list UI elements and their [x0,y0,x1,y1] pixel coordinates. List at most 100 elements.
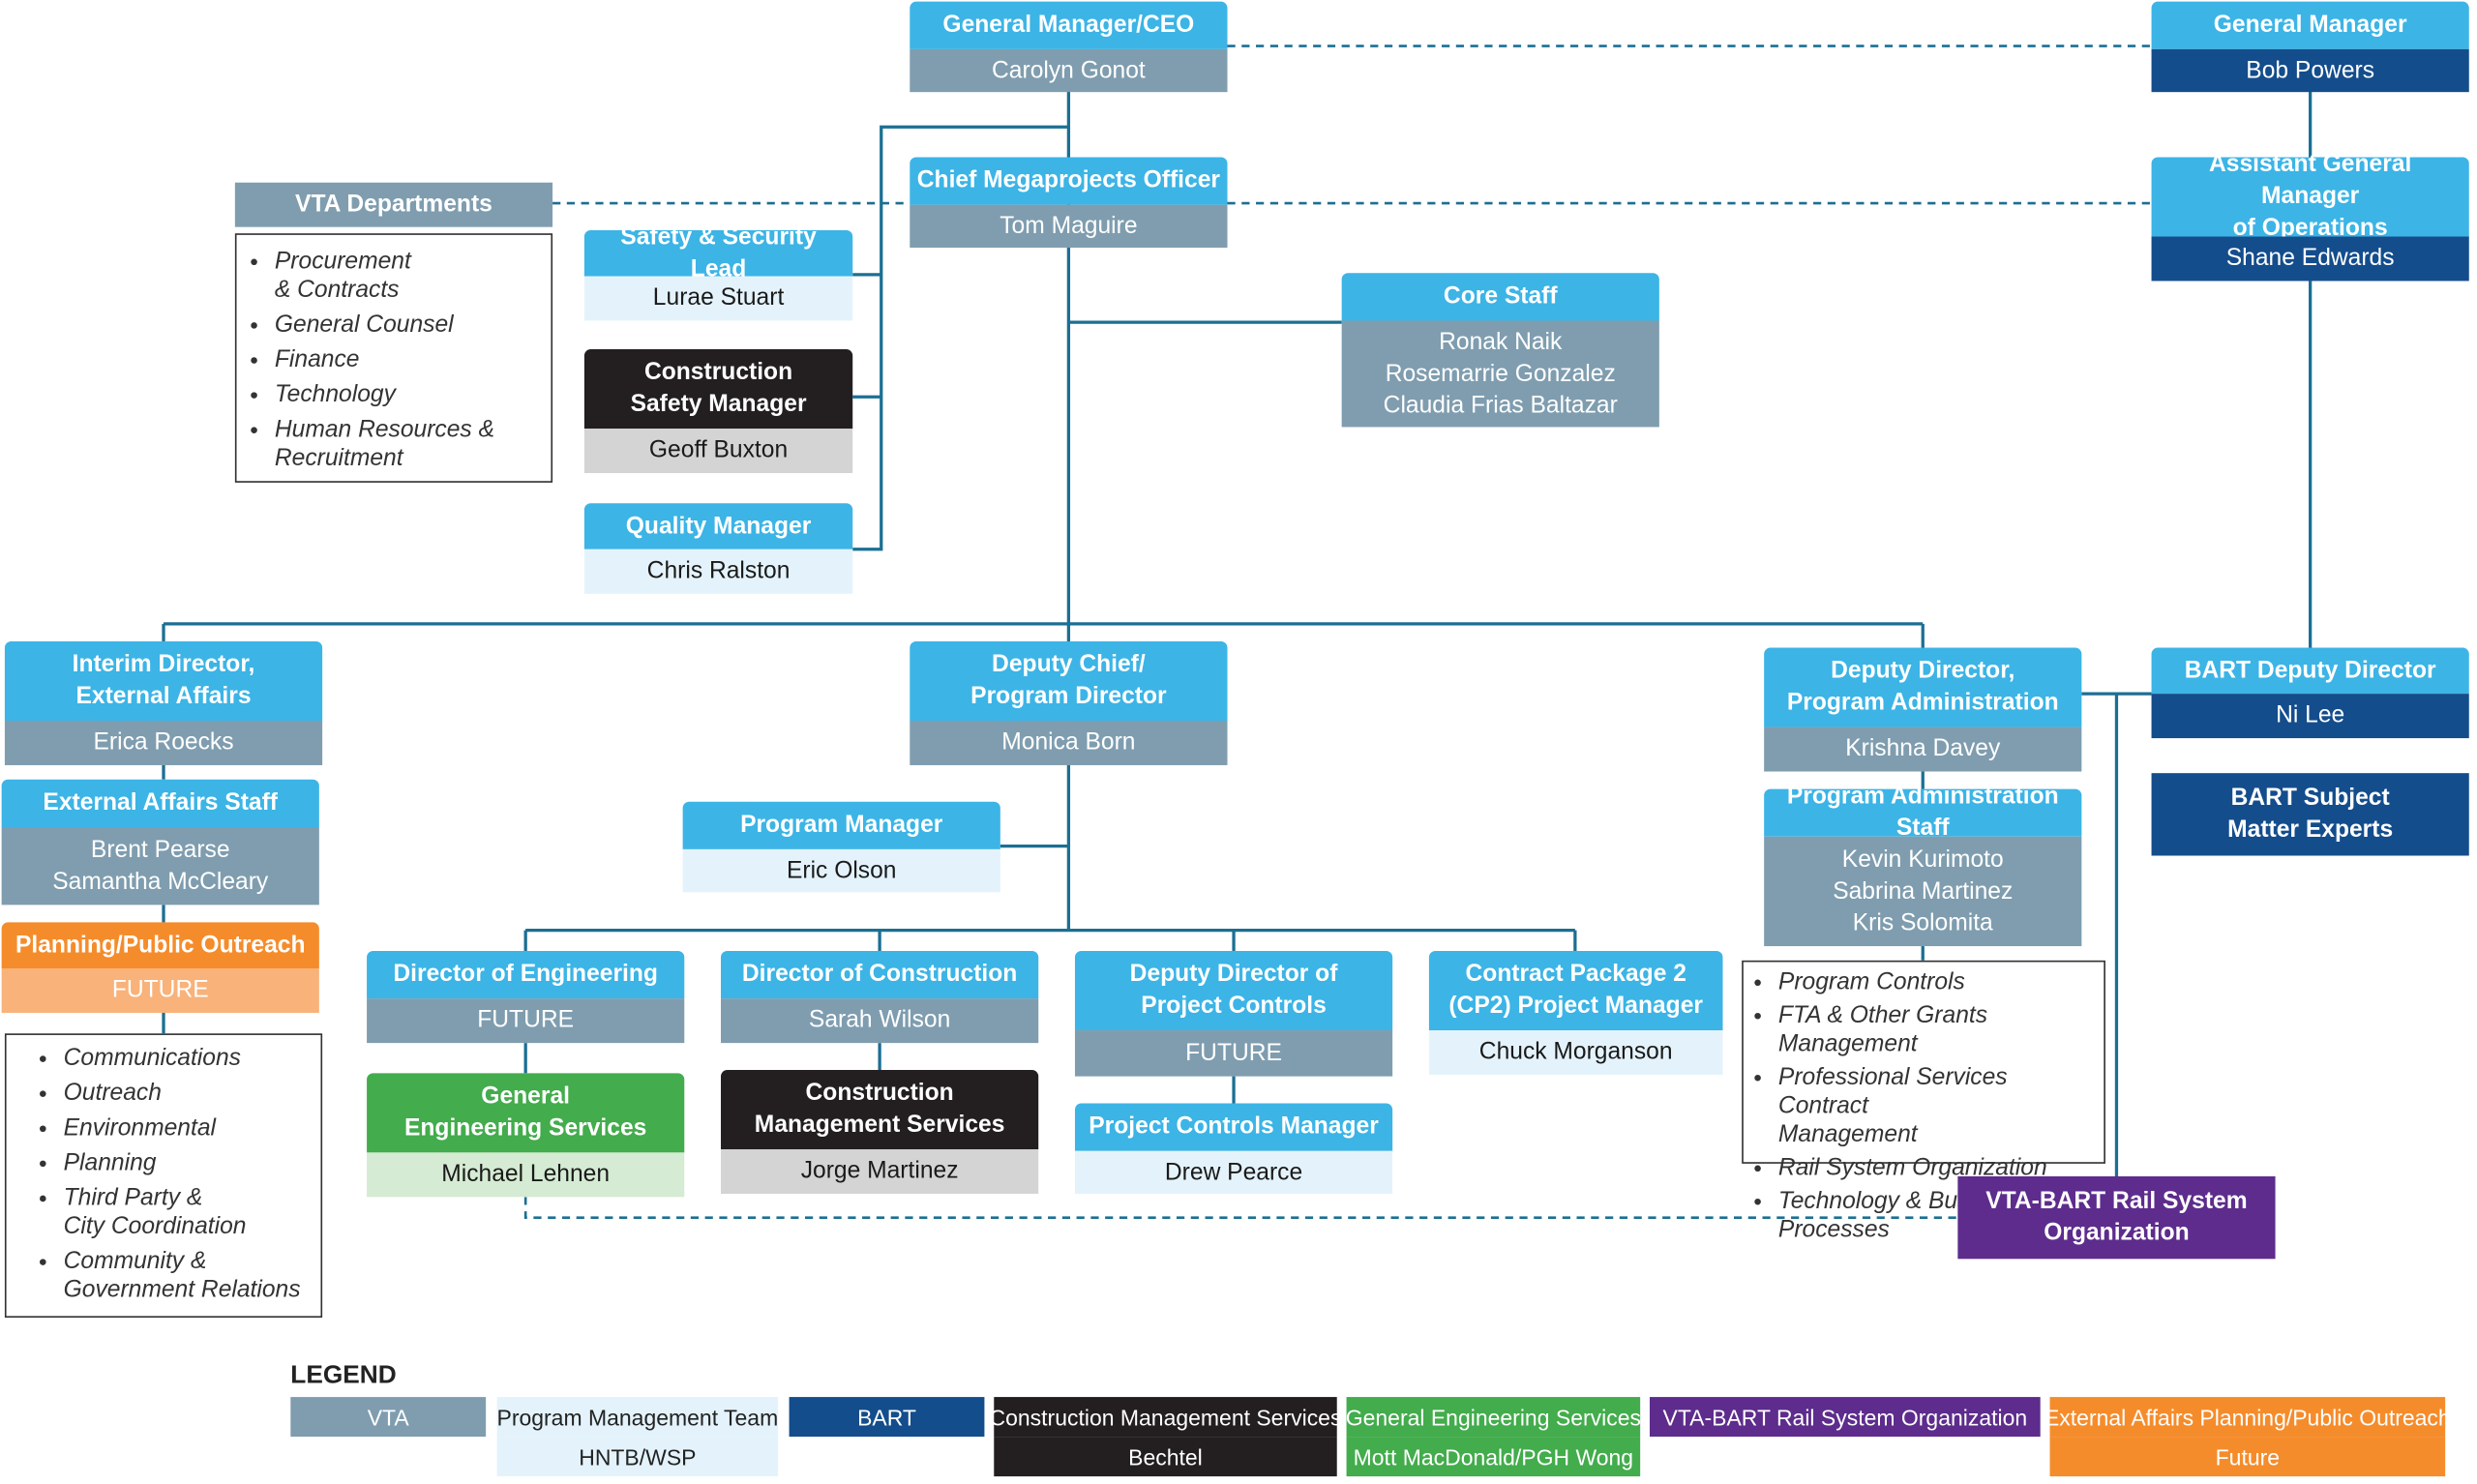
node-name: Carolyn Gonot [910,48,1228,93]
quality-manager-box: Quality Manager Chris Ralston [583,503,853,594]
list-item: Professional Services Contract Managemen… [1778,1063,2101,1149]
legend-label: VTA [290,1397,487,1438]
deputy-controls-box: Deputy Director of Project Controls FUTU… [1074,950,1393,1077]
node-title: General Engineering Services [367,1073,685,1153]
node-title: Planning/Public Outreach [1,922,319,969]
cp2-manager-box: Contract Package 2 (CP2) Project Manager… [1428,950,1723,1075]
node-title: Safety & Security Lead [583,223,853,282]
node-title: Contract Package 2 (CP2) Project Manager [1428,950,1723,1031]
legend-label: BART [789,1397,985,1438]
legend-label: General Engineering Services [1346,1397,1641,1438]
node-name: Rosemarrie Gonzalez [1385,359,1616,387]
legend-item-outreach: External Affairs Planning/Public Outreac… [2044,1397,2451,1477]
external-affairs-box: Interim Director, External Affairs Erica… [4,640,323,765]
node-title: Program Administration Staff [1764,783,2082,842]
vta-departments-box: VTA Departments [234,182,553,227]
agm-operations-box: Assistant General Manager of Operations … [2151,151,2469,282]
list-item: Procurement & Contracts [275,248,542,305]
node-title: BART Deputy Director [2151,647,2469,695]
node-name: Kris Solomita [1852,908,1993,936]
node-name: Bob Powers [2151,48,2469,93]
node-title: VTA-BART Rail System Organization [1957,1175,2276,1260]
admin-functions-list: Program Controls FTA & Other Grants Mana… [1742,960,2105,1243]
list-item: Environmental [64,1114,312,1143]
cmo-box: Chief Megaprojects Officer Tom Maguire [910,157,1228,248]
node-title: Construction Safety Manager [583,349,853,430]
node-name: Kevin Kurimoto [1841,845,2004,873]
node-name: Ni Lee [2151,694,2469,739]
node-names: Brent Pearse Samantha McCleary [1,826,319,905]
node-name: Chuck Morganson [1428,1030,1723,1075]
legend-item-program-management: Program Management Team HNTB/WSP [496,1397,779,1477]
legend-title: LEGEND [290,1361,397,1389]
director-engineering-box: Director of Engineering FUTURE [367,950,685,1044]
list-item: FTA & Other Grants Management [1778,1001,2101,1058]
legend-label: Construction Management Services [990,1397,1341,1438]
node-title: Director of Construction [721,950,1039,999]
project-controls-manager-box: Project Controls Manager Drew Pearce [1074,1103,1393,1195]
legend-item-rail-system: VTA-BART Rail System Organization [1649,1397,2041,1438]
node-title: Construction Management Services [721,1070,1039,1150]
outreach-list: Communications Outreach Environmental Pl… [4,1033,323,1319]
node-name: FUTURE [367,998,685,1044]
list-item: Community & Government Relations [64,1248,312,1305]
bart-deputy-box: BART Deputy Director Ni Lee [2151,647,2469,739]
legend-sub: Mott MacDonald/PGH Wong [1346,1437,1641,1477]
legend-sub: Future [2049,1437,2446,1477]
planning-outreach-box: Planning/Public Outreach FUTURE [1,922,319,1013]
node-name: Claudia Frias Baltazar [1383,391,1618,419]
legend-sub: HNTB/WSP [496,1437,779,1477]
node-title: BART Subject Matter Experts [2151,773,2469,856]
program-manager-box: Program Manager Eric Olson [682,801,1000,893]
legend-sub: Bechtel [994,1437,1337,1477]
list-item: Third Party & City Coordination [64,1184,312,1241]
list-item: Program Controls [1778,968,2101,997]
node-name: Jorge Martinez [721,1149,1039,1195]
node-name: Ronak Naik [1439,327,1563,355]
deputy-chief-box: Deputy Chief/ Program Director Monica Bo… [910,640,1228,765]
safety-lead-box: Safety & Security Lead Lurae Stuart [583,223,853,321]
node-title: Quality Manager [583,503,853,549]
node-name: Geoff Buxton [583,429,853,474]
node-name: Brent Pearse [90,835,230,863]
legend-label: External Affairs Planning/Public Outreac… [2044,1397,2451,1438]
admin-staff-box: Program Administration Staff Kevin Kurim… [1764,783,2082,947]
node-title: Chief Megaprojects Officer [910,157,1228,205]
node-title: Assistant General Manager of Operations [2151,151,2469,241]
node-title: General Manager [2151,1,2469,49]
node-name: Sarah Wilson [721,998,1039,1044]
list-item: Communications [64,1045,312,1074]
node-title: Project Controls Manager [1074,1103,1393,1151]
legend-label: VTA-BART Rail System Organization [1649,1397,2041,1438]
list-item: Technology [275,381,542,410]
list-item: General Counsel [275,312,542,341]
node-names: Kevin Kurimoto Sabrina Martinez Kris Sol… [1764,836,2082,947]
vta-departments-list: Procurement & Contracts General Counsel … [234,233,553,483]
node-name: Lurae Stuart [583,276,853,321]
node-title: Director of Engineering [367,950,685,999]
cms-box: Construction Management Services Jorge M… [721,1070,1039,1195]
node-name: FUTURE [1074,1030,1393,1077]
construction-safety-box: Construction Safety Manager Geoff Buxton [583,349,853,474]
rail-system-org-box: VTA-BART Rail System Organization [1957,1175,2276,1260]
node-title: Interim Director, External Affairs [4,640,323,722]
ges-box: General Engineering Services Michael Leh… [367,1073,685,1198]
deputy-admin-box: Deputy Director, Program Administration … [1764,647,2082,772]
node-title: Program Manager [682,801,1000,849]
node-name: Chris Ralston [583,549,853,594]
node-name: Erica Roecks [4,721,323,765]
list-item: Human Resources & Recruitment [275,416,542,473]
node-title: Deputy Director of Project Controls [1074,950,1393,1031]
bart-gm-box: General Manager Bob Powers [2151,1,2469,93]
core-staff-box: Core Staff Ronak Naik Rosemarrie Gonzale… [1341,273,1659,428]
node-name: FUTURE [1,968,319,1013]
director-construction-box: Director of Construction Sarah Wilson [721,950,1039,1044]
node-title: VTA Departments [234,182,553,227]
node-title: General Manager/CEO [910,1,1228,49]
list-item: Finance [275,346,542,375]
list-item: Planning [64,1149,312,1178]
legend-item-cms: Construction Management Services Bechtel [990,1397,1341,1477]
bart-sme-box: BART Subject Matter Experts [2151,773,2469,856]
